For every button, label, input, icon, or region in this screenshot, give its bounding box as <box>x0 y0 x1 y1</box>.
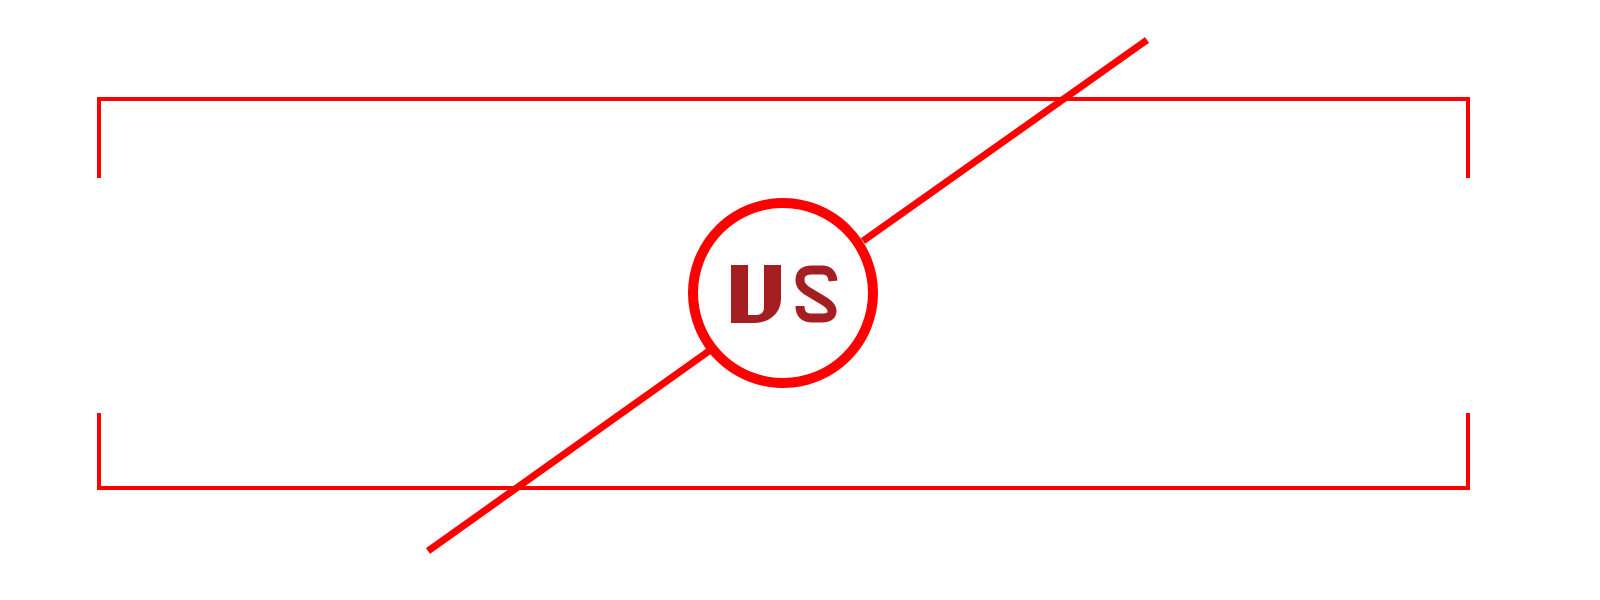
badge-circle <box>688 198 878 388</box>
slash-lower-segment <box>425 348 712 554</box>
letter-u-glyph <box>731 265 781 323</box>
logo-lettering <box>731 265 838 323</box>
frame-top-bracket <box>97 97 1470 178</box>
frame-bottom-bracket <box>97 413 1470 490</box>
slash-upper-segment <box>860 37 1150 244</box>
letter-s-glyph <box>795 265 838 323</box>
